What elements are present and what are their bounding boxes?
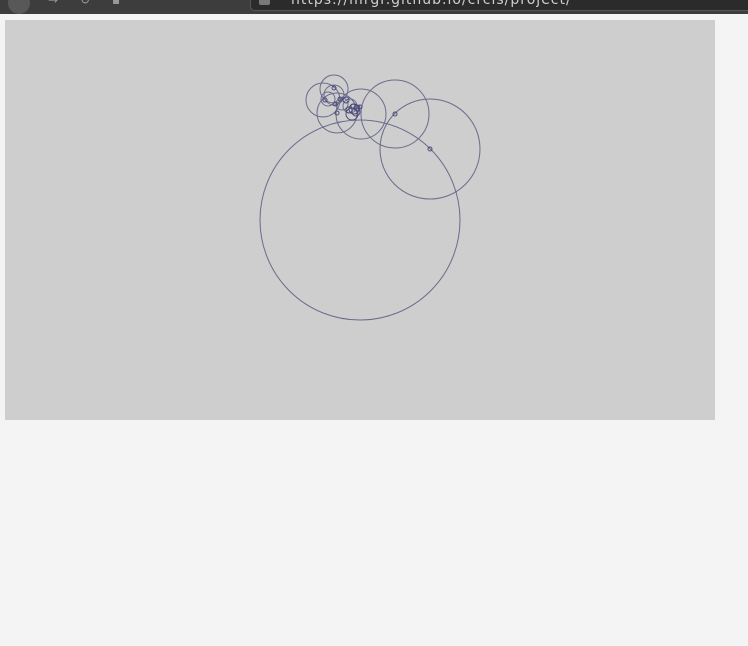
page-icon[interactable]: ▪ <box>112 0 121 7</box>
circle-cluster-16 <box>334 110 340 116</box>
address-bar[interactable]: https://mrgr.github.io/crcls/project/ <box>250 0 748 11</box>
forward-arrow-icon[interactable]: → <box>48 0 59 7</box>
drawing-canvas[interactable] <box>5 20 715 420</box>
reload-icon[interactable]: ↻ <box>80 0 91 7</box>
circle-cluster-15 <box>357 104 363 110</box>
url-text[interactable]: https://mrgr.github.io/crcls/project/ <box>291 0 572 8</box>
circle-top-inner <box>323 84 345 106</box>
circle-large-right <box>379 98 481 200</box>
circle-large-main <box>259 119 461 321</box>
circle-cluster-11 <box>337 96 343 102</box>
circle-cluster-12 <box>332 101 338 107</box>
browser-toolbar: → ↻ ▪ https://mrgr.github.io/crcls/proje… <box>0 0 748 14</box>
circle-cluster-6 <box>351 107 361 117</box>
back-button[interactable] <box>8 0 30 14</box>
circle-upper-left <box>305 82 341 118</box>
circle-cluster-10 <box>342 96 350 104</box>
circle-marker-1 <box>392 111 398 117</box>
circle-cluster-13 <box>322 97 328 103</box>
lock-icon <box>259 0 270 5</box>
circle-cluster-9 <box>350 103 356 109</box>
circle-cluster-14 <box>331 85 337 91</box>
circle-medium <box>335 88 387 140</box>
circle-drawing <box>259 74 481 321</box>
circle-cluster-7 <box>345 106 353 114</box>
circle-medium-right <box>360 79 430 149</box>
circle-cluster-1 <box>320 91 336 107</box>
circle-marker-2 <box>427 146 433 152</box>
